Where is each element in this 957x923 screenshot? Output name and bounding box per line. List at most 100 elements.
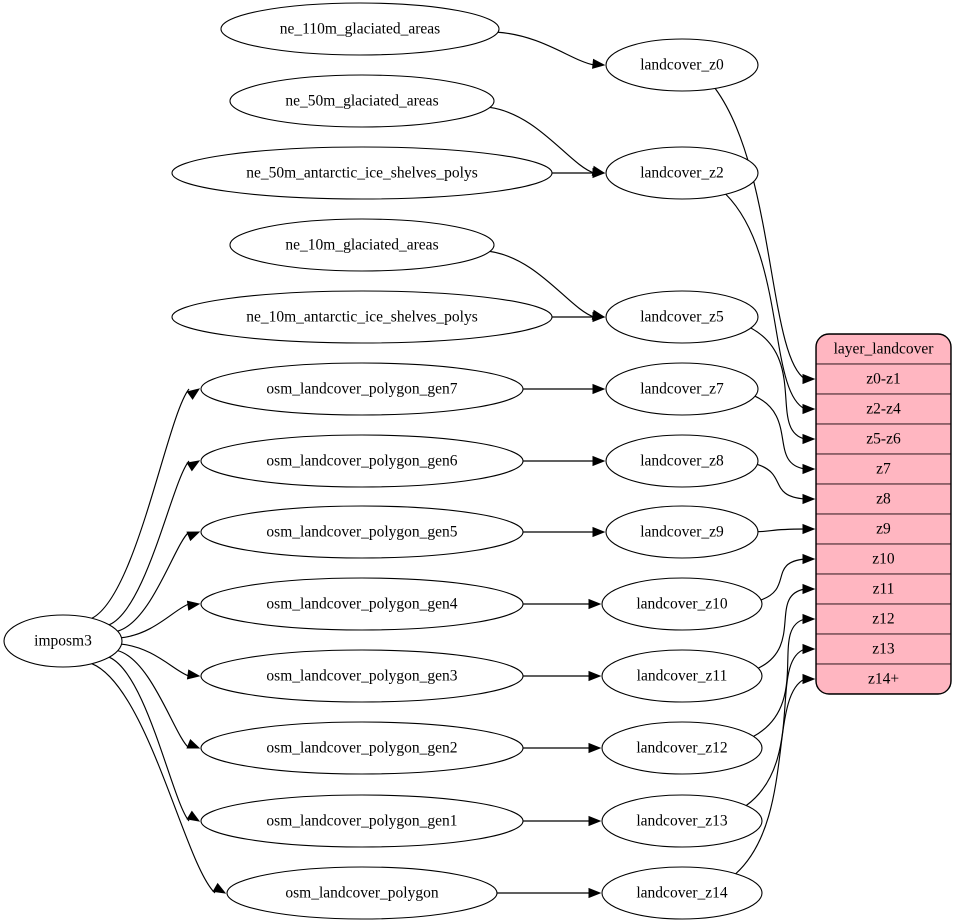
table-row[interactable]: z5-z6 <box>816 423 951 455</box>
node-ellipse <box>605 146 759 200</box>
edge-arrowhead <box>802 403 816 415</box>
node-label: osm_landcover_polygon_gen4 <box>266 596 457 613</box>
table-cell-label: z9 <box>876 521 891 538</box>
node-label: ne_110m_glaciated_areas <box>280 21 440 38</box>
edge-arrowhead <box>802 463 816 475</box>
node-label: ne_50m_glaciated_areas <box>285 93 438 110</box>
node-label: landcover_z11 <box>637 668 728 685</box>
node-landcover_z10[interactable]: landcover_z10 <box>601 577 763 631</box>
table-cell-bg <box>816 663 951 694</box>
node-osm_landcover_polygon_gen1[interactable]: osm_landcover_polygon_gen1 <box>200 794 524 848</box>
table-row[interactable]: z11 <box>816 573 951 605</box>
edge-arrowhead <box>186 669 201 680</box>
edge-arrowhead <box>802 553 816 565</box>
node-ne_10m_antarctic_ice_shelves_polys[interactable]: ne_10m_antarctic_ice_shelves_polys <box>171 290 553 344</box>
edge-imposm3-to-osm_landcover_polygon_gen7 <box>91 388 201 619</box>
edge-arrowhead <box>592 383 606 395</box>
table-row[interactable]: z10 <box>816 543 951 575</box>
node-ne_10m_glaciated_areas[interactable]: ne_10m_glaciated_areas <box>229 218 495 272</box>
edge-arrowhead <box>186 460 201 472</box>
table-row[interactable]: z2-z4 <box>816 393 951 425</box>
table-cell-label: z2-z4 <box>866 401 901 418</box>
edge-line <box>121 643 190 677</box>
edge-osm_landcover_polygon_gen7-to-landcover_z7 <box>523 383 606 395</box>
edge-line <box>754 395 806 470</box>
node-landcover_z2[interactable]: landcover_z2 <box>605 146 759 200</box>
table-row[interactable]: z14+ <box>816 663 951 694</box>
table-row[interactable]: z8 <box>816 483 951 515</box>
edge-osm_landcover_polygon_gen4-to-landcover_z10 <box>523 598 602 610</box>
node-label: ne_10m_antarctic_ice_shelves_polys <box>246 309 478 326</box>
node-label: osm_landcover_polygon_gen5 <box>266 524 457 541</box>
node-ne_50m_glaciated_areas[interactable]: ne_50m_glaciated_areas <box>229 74 495 128</box>
node-landcover_z13[interactable]: landcover_z13 <box>601 794 763 848</box>
table-row[interactable]: z12 <box>816 603 951 635</box>
edge-arrowhead <box>186 810 201 822</box>
node-landcover_z0[interactable]: landcover_z0 <box>605 38 759 92</box>
node-osm_landcover_polygon_gen4[interactable]: osm_landcover_polygon_gen4 <box>200 577 524 631</box>
table-cell-label: z13 <box>872 641 895 658</box>
edge-imposm3-to-osm_landcover_polygon_gen3 <box>121 643 201 680</box>
edge-line <box>757 463 806 500</box>
node-osm_landcover_polygon_gen3[interactable]: osm_landcover_polygon_gen3 <box>200 649 524 703</box>
table-header[interactable]: layer_landcover <box>816 334 951 365</box>
edge-arrowhead <box>802 613 816 625</box>
node-ellipse <box>200 721 524 775</box>
edge-arrowhead <box>186 531 201 542</box>
node-osm_landcover_polygon_gen5[interactable]: osm_landcover_polygon_gen5 <box>200 505 524 559</box>
table-cell-label: z10 <box>872 551 895 568</box>
node-landcover_z11[interactable]: landcover_z11 <box>601 649 763 703</box>
node-ellipse <box>229 218 495 272</box>
node-landcover_z12[interactable]: landcover_z12 <box>601 721 763 775</box>
node-label: landcover_z7 <box>640 381 724 398</box>
edge-line <box>745 648 806 806</box>
edge-arrowhead <box>186 600 201 611</box>
edge-line <box>91 388 190 619</box>
node-label: landcover_z10 <box>636 596 727 613</box>
edge-landcover_z5-to-z5-z6 <box>750 327 816 445</box>
node-label: osm_landcover_polygon_gen3 <box>266 668 457 685</box>
node-label: landcover_z5 <box>640 309 724 326</box>
node-landcover_z14[interactable]: landcover_z14 <box>601 866 763 920</box>
edge-osm_landcover_polygon_gen5-to-landcover_z9 <box>523 526 606 538</box>
edge-line <box>117 650 190 749</box>
node-ellipse <box>605 505 759 559</box>
edge-line <box>714 88 806 380</box>
node-landcover_z8[interactable]: landcover_z8 <box>605 434 759 488</box>
node-ellipse <box>200 577 524 631</box>
edge-landcover_z10-to-z10 <box>760 553 816 601</box>
node-label: landcover_z8 <box>640 453 724 470</box>
node-osm_landcover_polygon_gen6[interactable]: osm_landcover_polygon_gen6 <box>200 434 524 488</box>
table-row[interactable]: z9 <box>816 513 951 545</box>
node-landcover_z7[interactable]: landcover_z7 <box>605 362 759 416</box>
table-cell-bg <box>816 603 951 635</box>
node-osm_landcover_polygon[interactable]: osm_landcover_polygon <box>226 866 498 920</box>
node-ellipse <box>171 290 553 344</box>
node-ne_110m_glaciated_areas[interactable]: ne_110m_glaciated_areas <box>220 2 500 56</box>
edge-line <box>108 656 190 822</box>
edge-line <box>725 193 806 410</box>
table-row[interactable]: z13 <box>816 633 951 665</box>
edge-osm_landcover_polygon_gen2-to-landcover_z12 <box>523 742 602 754</box>
table-row[interactable]: z7 <box>816 453 951 485</box>
edge-line <box>735 678 806 875</box>
edge-ne_110m_glaciated_areas-to-landcover_z0 <box>497 31 606 69</box>
edge-line <box>489 106 595 174</box>
edge-line <box>757 528 806 533</box>
node-ne_50m_antarctic_ice_shelves_polys[interactable]: ne_50m_antarctic_ice_shelves_polys <box>171 146 553 200</box>
edge-arrowhead <box>802 523 816 535</box>
node-landcover_z5[interactable]: landcover_z5 <box>605 290 759 344</box>
node-imposm3[interactable]: imposm3 <box>3 614 123 668</box>
node-ellipse <box>601 866 763 920</box>
node-osm_landcover_polygon_gen7[interactable]: osm_landcover_polygon_gen7 <box>200 362 524 416</box>
node-label: osm_landcover_polygon_gen2 <box>266 740 457 757</box>
node-landcover_z9[interactable]: landcover_z9 <box>605 505 759 559</box>
node-label: osm_landcover_polygon_gen1 <box>266 813 457 830</box>
edge-landcover_z0-to-z0-z1 <box>714 88 816 385</box>
table-row[interactable]: z0-z1 <box>816 363 951 395</box>
edge-line <box>108 460 190 626</box>
edge-landcover_z2-to-z2-z4 <box>725 193 816 415</box>
node-osm_landcover_polygon_gen2[interactable]: osm_landcover_polygon_gen2 <box>200 721 524 775</box>
